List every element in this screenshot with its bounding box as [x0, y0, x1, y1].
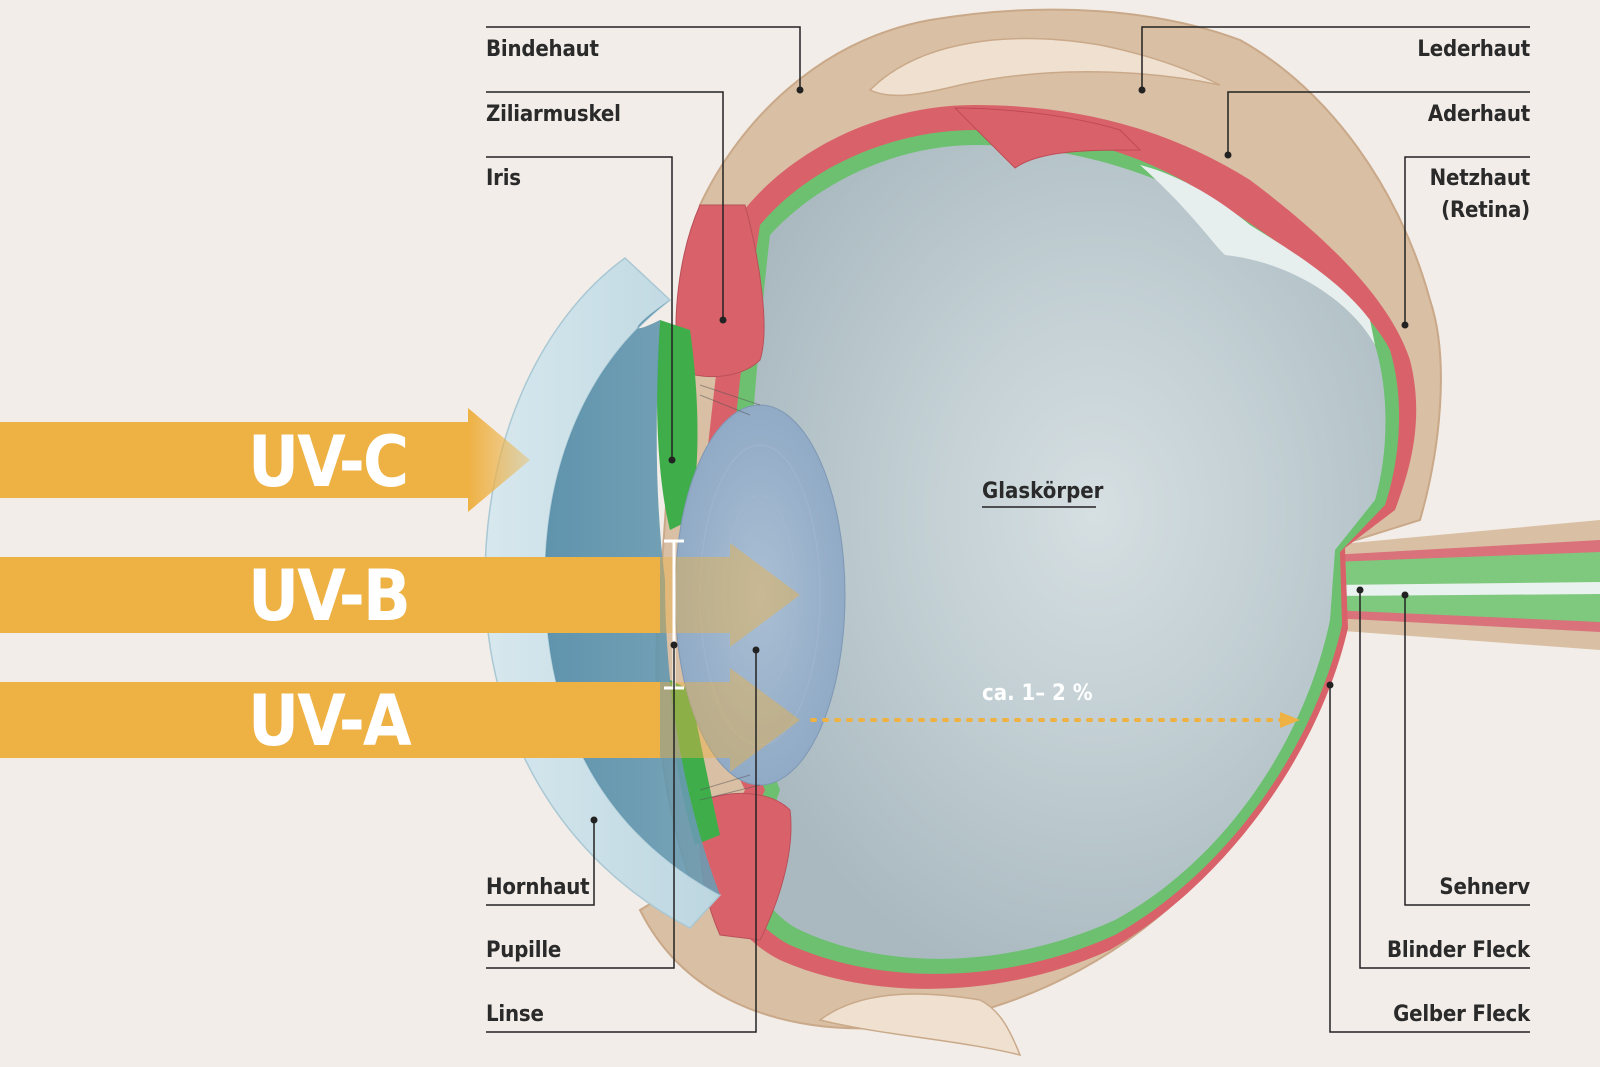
uv-a-label: UV-A — [248, 680, 412, 762]
label-gelber-fleck: Gelber Fleck — [1393, 1002, 1530, 1027]
label-iris: Iris — [486, 166, 521, 191]
uv-b-label: UV-B — [248, 555, 411, 637]
label-netzhaut-line2: (Retina) — [1441, 198, 1530, 223]
uv-b-ray — [0, 543, 800, 647]
lower-detail — [818, 993, 1022, 1057]
label-sehnerv: Sehnerv — [1439, 875, 1530, 900]
uv-a-transmission-arrowhead — [1280, 712, 1300, 728]
label-linse: Linse — [486, 1002, 544, 1027]
leader-lines — [486, 26, 1530, 1033]
leader-dots — [590, 86, 1409, 824]
label-hornhaut: Hornhaut — [486, 875, 590, 900]
choroid-fold — [953, 107, 1142, 169]
uv-c-ray — [0, 408, 530, 512]
label-glaskoerper: Glaskörper — [982, 479, 1104, 504]
label-transmission-percent: ca. 1– 2 % — [982, 681, 1093, 706]
label-bindehaut: Bindehaut — [486, 37, 599, 62]
label-aderhaut: Aderhaut — [1427, 102, 1530, 127]
uv-a-ray — [0, 668, 800, 772]
vitreous-body — [741, 145, 1386, 959]
uv-c-label: UV-C — [248, 421, 409, 503]
ciliary-muscle-top — [675, 204, 765, 378]
label-lederhaut: Lederhaut — [1417, 37, 1530, 62]
label-pupille: Pupille — [486, 938, 562, 963]
iris — [657, 320, 698, 530]
optic-nerve — [1330, 520, 1600, 650]
label-netzhaut-line1: Netzhaut — [1429, 166, 1531, 191]
label-blinder-fleck: Blinder Fleck — [1387, 938, 1530, 963]
eyelid-detail — [868, 37, 1221, 97]
retina-fold — [1140, 165, 1375, 345]
iris-bottom — [670, 680, 720, 845]
label-netzhaut: Netzhaut (Retina) — [1429, 163, 1531, 227]
zonule-fibers — [699, 384, 761, 801]
label-ziliarmuskel: Ziliarmuskel — [486, 102, 621, 127]
